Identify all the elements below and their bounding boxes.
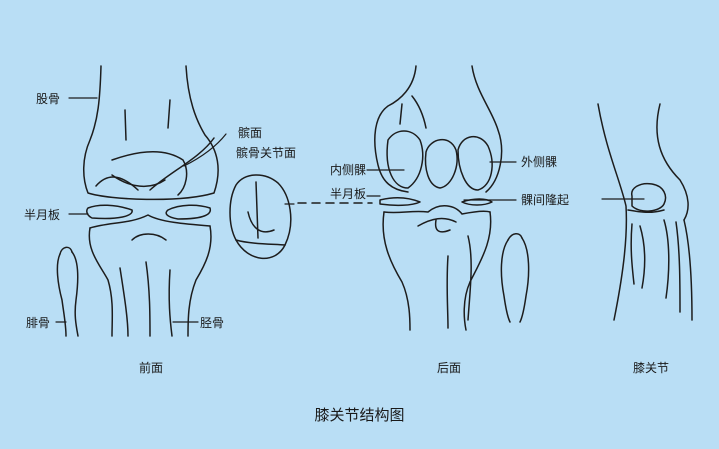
- label-tibia: 胫骨: [200, 316, 225, 330]
- label-meniscus-front: 半月板: [24, 208, 61, 222]
- caption-back: 后面: [437, 361, 462, 375]
- diagram-title: 膝关节结构图: [314, 406, 405, 424]
- front-view-fibula: [56, 246, 79, 337]
- front-view-femur: [83, 65, 219, 201]
- back-view-tibia: [382, 205, 492, 331]
- label-meniscus-back: 半月板: [330, 187, 367, 201]
- front-view-menisci: [86, 204, 212, 220]
- label-patellar-surface: 髌面: [238, 126, 263, 140]
- front-view-tibia: [88, 214, 212, 337]
- label-intercondylar-eminence: 髁间隆起: [521, 193, 570, 207]
- back-view-fibula: [500, 233, 530, 323]
- caption-front: 前面: [139, 361, 164, 375]
- label-medial-condyle: 内侧髁: [330, 163, 367, 177]
- patella: [229, 174, 292, 260]
- back-view-femur: [374, 65, 503, 193]
- label-fibula: 腓骨: [26, 316, 51, 330]
- caption-knee-joint: 膝关节: [633, 361, 670, 375]
- label-lateral-condyle: 外侧髁: [521, 155, 558, 169]
- back-view-menisci: [379, 197, 493, 207]
- label-femur: 股骨: [36, 92, 61, 106]
- leader-lines: [55, 97, 645, 323]
- label-patella-articular-surface: 髌骨关节面: [236, 146, 297, 160]
- knee-joint-side-view: [597, 103, 693, 321]
